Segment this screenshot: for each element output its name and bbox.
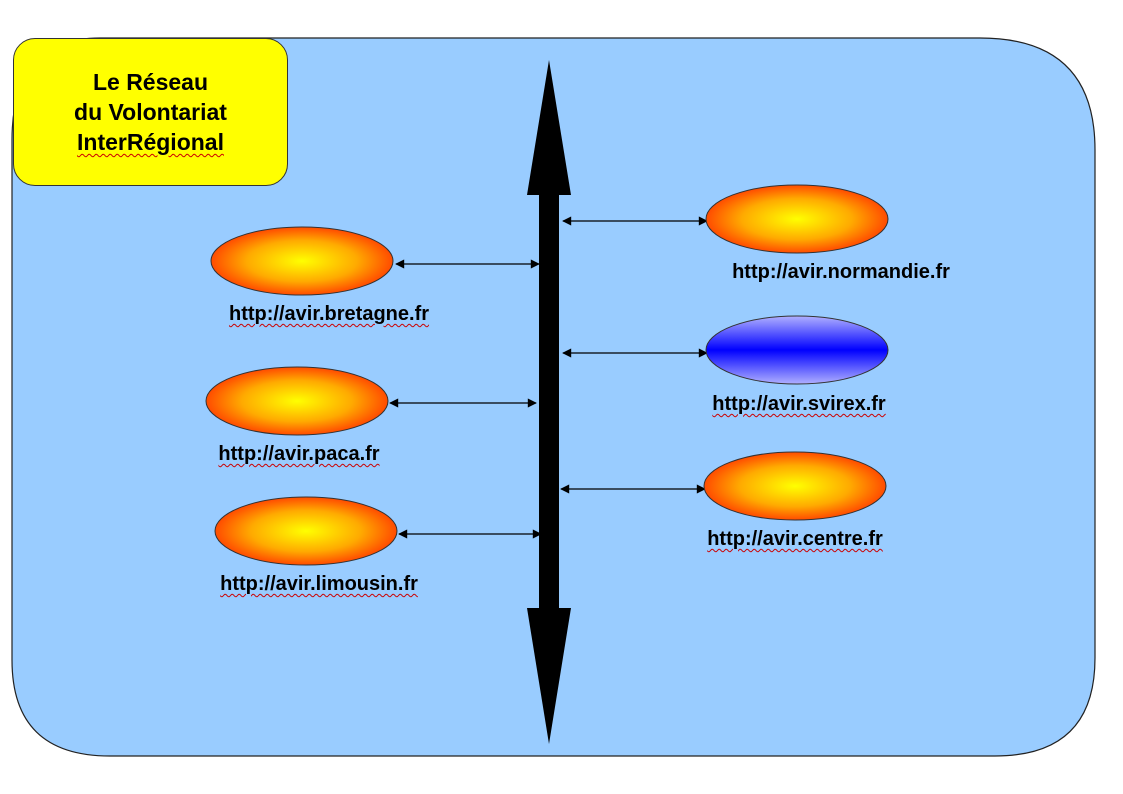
label-bretagne[interactable]: http://avir.bretagne.fr	[229, 303, 429, 326]
node-limousin	[214, 496, 398, 566]
label-normandie[interactable]: http://avir.normandie.fr	[732, 261, 950, 284]
label-paca[interactable]: http://avir.paca.fr	[218, 443, 379, 466]
url-paca[interactable]: http://avir.paca.fr	[218, 443, 380, 465]
url-svirex[interactable]: http://avir.svirex.fr	[712, 393, 886, 415]
title-box: Le Réseau du Volontariat InterRégional	[13, 38, 288, 186]
label-svirex[interactable]: http://avir.svirex.fr	[712, 393, 885, 416]
label-limousin[interactable]: http://avir.limousin.fr	[220, 573, 418, 596]
url-bretagne[interactable]: http://avir.bretagne.fr	[228, 303, 430, 325]
title-line-2: du Volontariat	[74, 99, 227, 125]
url-limousin[interactable]: http://avir.limousin.fr	[220, 573, 418, 595]
backbone-arrow	[527, 60, 571, 744]
node-bretagne	[210, 226, 394, 296]
title-line-3: InterRégional	[77, 129, 224, 155]
url-centre[interactable]: http://avir.centre.fr	[707, 528, 883, 550]
node-svirex	[705, 315, 889, 385]
node-paca	[205, 366, 389, 436]
url-normandie[interactable]: http://avir.normandie.fr	[732, 261, 950, 283]
node-centre	[703, 451, 887, 521]
label-centre[interactable]: http://avir.centre.fr	[707, 528, 883, 551]
title-line-1: Le Réseau	[92, 69, 209, 95]
node-normandie	[705, 184, 889, 254]
